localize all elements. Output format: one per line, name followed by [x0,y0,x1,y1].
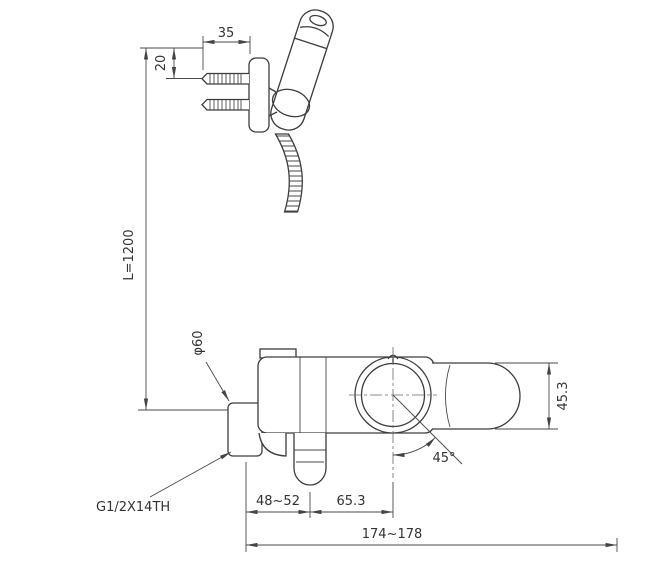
lever-seam [445,364,451,428]
swivel-arc [392,437,436,458]
bracket-ring [271,88,311,118]
dimensions: 35 20 L=1200 φ60 45.3 45° 48~52 65.3 174… [96,26,618,552]
dim-wall-clearance-label: 48~52 [256,494,300,509]
dim-overall-depth-label: 174~178 [362,527,423,542]
dim-phi60-leader [205,361,230,402]
dim-flange-diameter-label: φ60 [191,330,206,355]
shower-handle-outline [270,9,334,131]
faucet-assembly [227,347,521,486]
diverter-spout [293,433,327,486]
bracket-arm [268,87,278,117]
dim-hose-length-label: L=1200 [122,229,137,280]
hose-ribs [276,135,303,212]
bracket-plate [248,57,270,133]
dim-body-height-label: 45.3 [556,382,571,411]
body-seams [299,357,327,433]
dim-swivel-angle-label: 45° [432,451,455,466]
dim-35-ext [202,36,251,70]
lever-handle [432,362,521,430]
bottom-ext-lines [245,462,618,552]
mounting-screw-bottom [201,98,250,111]
mounting-screw-top [201,72,250,85]
shower-head-face-line [299,26,330,38]
spout-lines [294,449,326,463]
thread-spec-leader [149,451,232,498]
shower-hose [274,133,303,213]
shower-head-joint [294,37,328,50]
dim-screw-offset-label: 20 [154,55,169,72]
swivel-diagonal [392,394,463,465]
escutcheon-skirt [258,432,287,457]
wall-flange [227,402,263,457]
dim-screw-length-label: 35 [218,26,235,41]
hand-shower-head [270,9,334,131]
thread-spec-label: G1/2X14TH [96,500,170,515]
shower-head-top [309,14,327,27]
dim-spout-to-handle-label: 65.3 [337,494,366,509]
wall-bracket [248,57,311,133]
